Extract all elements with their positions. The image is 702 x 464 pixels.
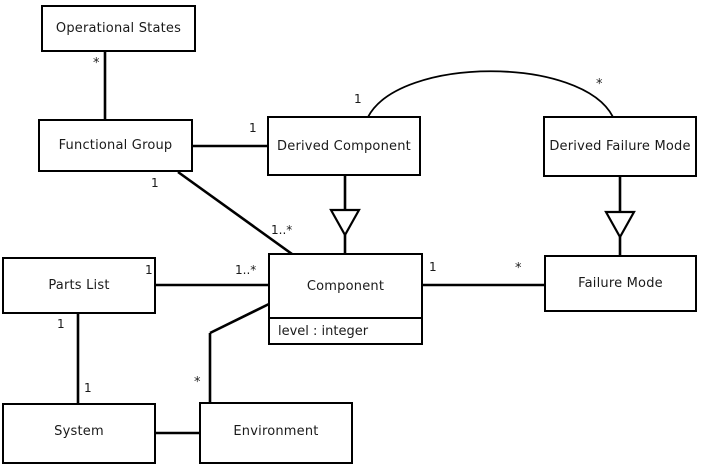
multiplicity-functional-group-component: 1 — [151, 176, 159, 190]
multiplicity-operational-states-functional-group: * — [93, 56, 100, 71]
class-name-derived-component: Derived Component — [277, 138, 411, 154]
class-name-component: Component — [306, 278, 385, 294]
class-name-functional-group: Functional Group — [58, 138, 173, 153]
class-box-system[interactable]: System — [2, 403, 156, 464]
generalization-triangle-derived-failure-mode — [604, 210, 636, 240]
class-box-derived-failure-mode[interactable]: Derived Failure Mode — [543, 116, 697, 177]
multiplicity-derived-component-arc: 1 — [354, 92, 362, 106]
multiplicity-component-from-functional-group: 1..* — [271, 223, 293, 237]
edge-functional-group-component-diagonal — [177, 170, 293, 256]
edge-environment-component-diagonal — [209, 302, 270, 335]
class-box-failure-mode[interactable]: Failure Mode — [544, 255, 697, 312]
class-name-parts-list: Parts List — [48, 278, 110, 293]
class-box-parts-list[interactable]: Parts List — [2, 257, 156, 314]
multiplicity-system-from-parts-list: 1 — [84, 381, 92, 395]
class-box-derived-component[interactable]: Derived Component — [267, 116, 421, 176]
multiplicity-functional-group-derived-component: 1 — [249, 121, 257, 135]
class-attribute-component-level: level : integer — [270, 317, 421, 343]
class-name-operational-states: Operational States — [55, 21, 182, 36]
class-box-environment[interactable]: Environment — [199, 402, 353, 464]
multiplicity-component-from-parts-list: 1..* — [235, 263, 257, 277]
edge-derived-component-derived-failure-mode-arc — [367, 70, 614, 118]
multiplicity-derived-failure-mode-arc: * — [596, 77, 603, 92]
class-name-derived-failure-mode: Derived Failure Mode — [549, 139, 691, 154]
multiplicity-parts-list-to-component: 1 — [145, 263, 153, 277]
class-box-operational-states[interactable]: Operational States — [41, 5, 196, 52]
multiplicity-component-to-failure-mode: 1 — [429, 260, 437, 274]
generalization-triangle-derived-component — [329, 208, 361, 238]
multiplicity-failure-mode-from-component: * — [515, 261, 522, 276]
class-box-functional-group[interactable]: Functional Group — [38, 119, 193, 172]
multiplicity-parts-list-to-system: 1 — [57, 317, 65, 331]
class-name-environment: Environment — [233, 423, 319, 439]
class-box-component[interactable]: Component level : integer — [268, 253, 423, 345]
class-name-system: System — [54, 424, 104, 439]
class-name-failure-mode: Failure Mode — [578, 276, 663, 291]
multiplicity-environment-to-component: * — [194, 375, 201, 390]
